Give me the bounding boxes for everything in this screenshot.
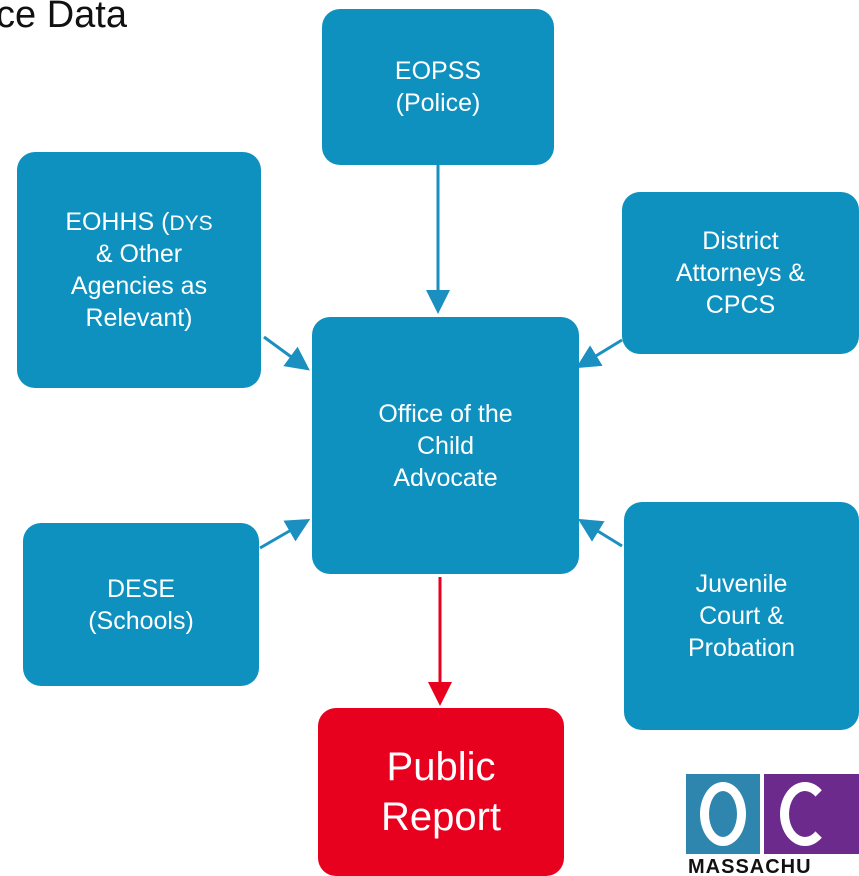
eopss-label: EOPSS (Police)	[394, 57, 482, 117]
eohhs-label: EOHHS (DYS & Other Agencies as Relevant)	[65, 208, 213, 332]
dese-box: DESE (Schools)	[23, 523, 259, 686]
oca-logo: MASSACHU	[686, 774, 859, 876]
public-report-label: Public Report	[380, 745, 502, 839]
public-report-box: Public Report	[318, 708, 564, 876]
arrow-eohhs-to-oca	[263, 335, 310, 371]
district-attorneys-label: District Attorneys & CPCS	[675, 227, 806, 319]
oca-box: Office of the Child Advocate	[312, 317, 579, 574]
arrow-dese-to-oca	[259, 518, 311, 550]
arrow-juvenile-to-oca	[577, 518, 623, 548]
district-attorneys-box: District Attorneys & CPCS	[622, 192, 859, 354]
juvenile-box: Juvenile Court & Probation	[624, 502, 859, 730]
dese-label: DESE (Schools)	[88, 574, 194, 635]
page-title: ce Data	[0, 0, 127, 36]
logo-c-icon	[764, 774, 859, 854]
logo-text: MASSACHU	[688, 856, 812, 876]
eohhs-box: EOHHS (DYS & Other Agencies as Relevant)	[17, 152, 261, 388]
logo-o-icon	[686, 774, 760, 854]
oca-label: Office of the Child Advocate	[378, 399, 513, 492]
juvenile-label: Juvenile Court & Probation	[687, 570, 796, 662]
arrow-da-to-oca	[575, 338, 623, 369]
eopss-box: EOPSS (Police)	[322, 9, 554, 165]
